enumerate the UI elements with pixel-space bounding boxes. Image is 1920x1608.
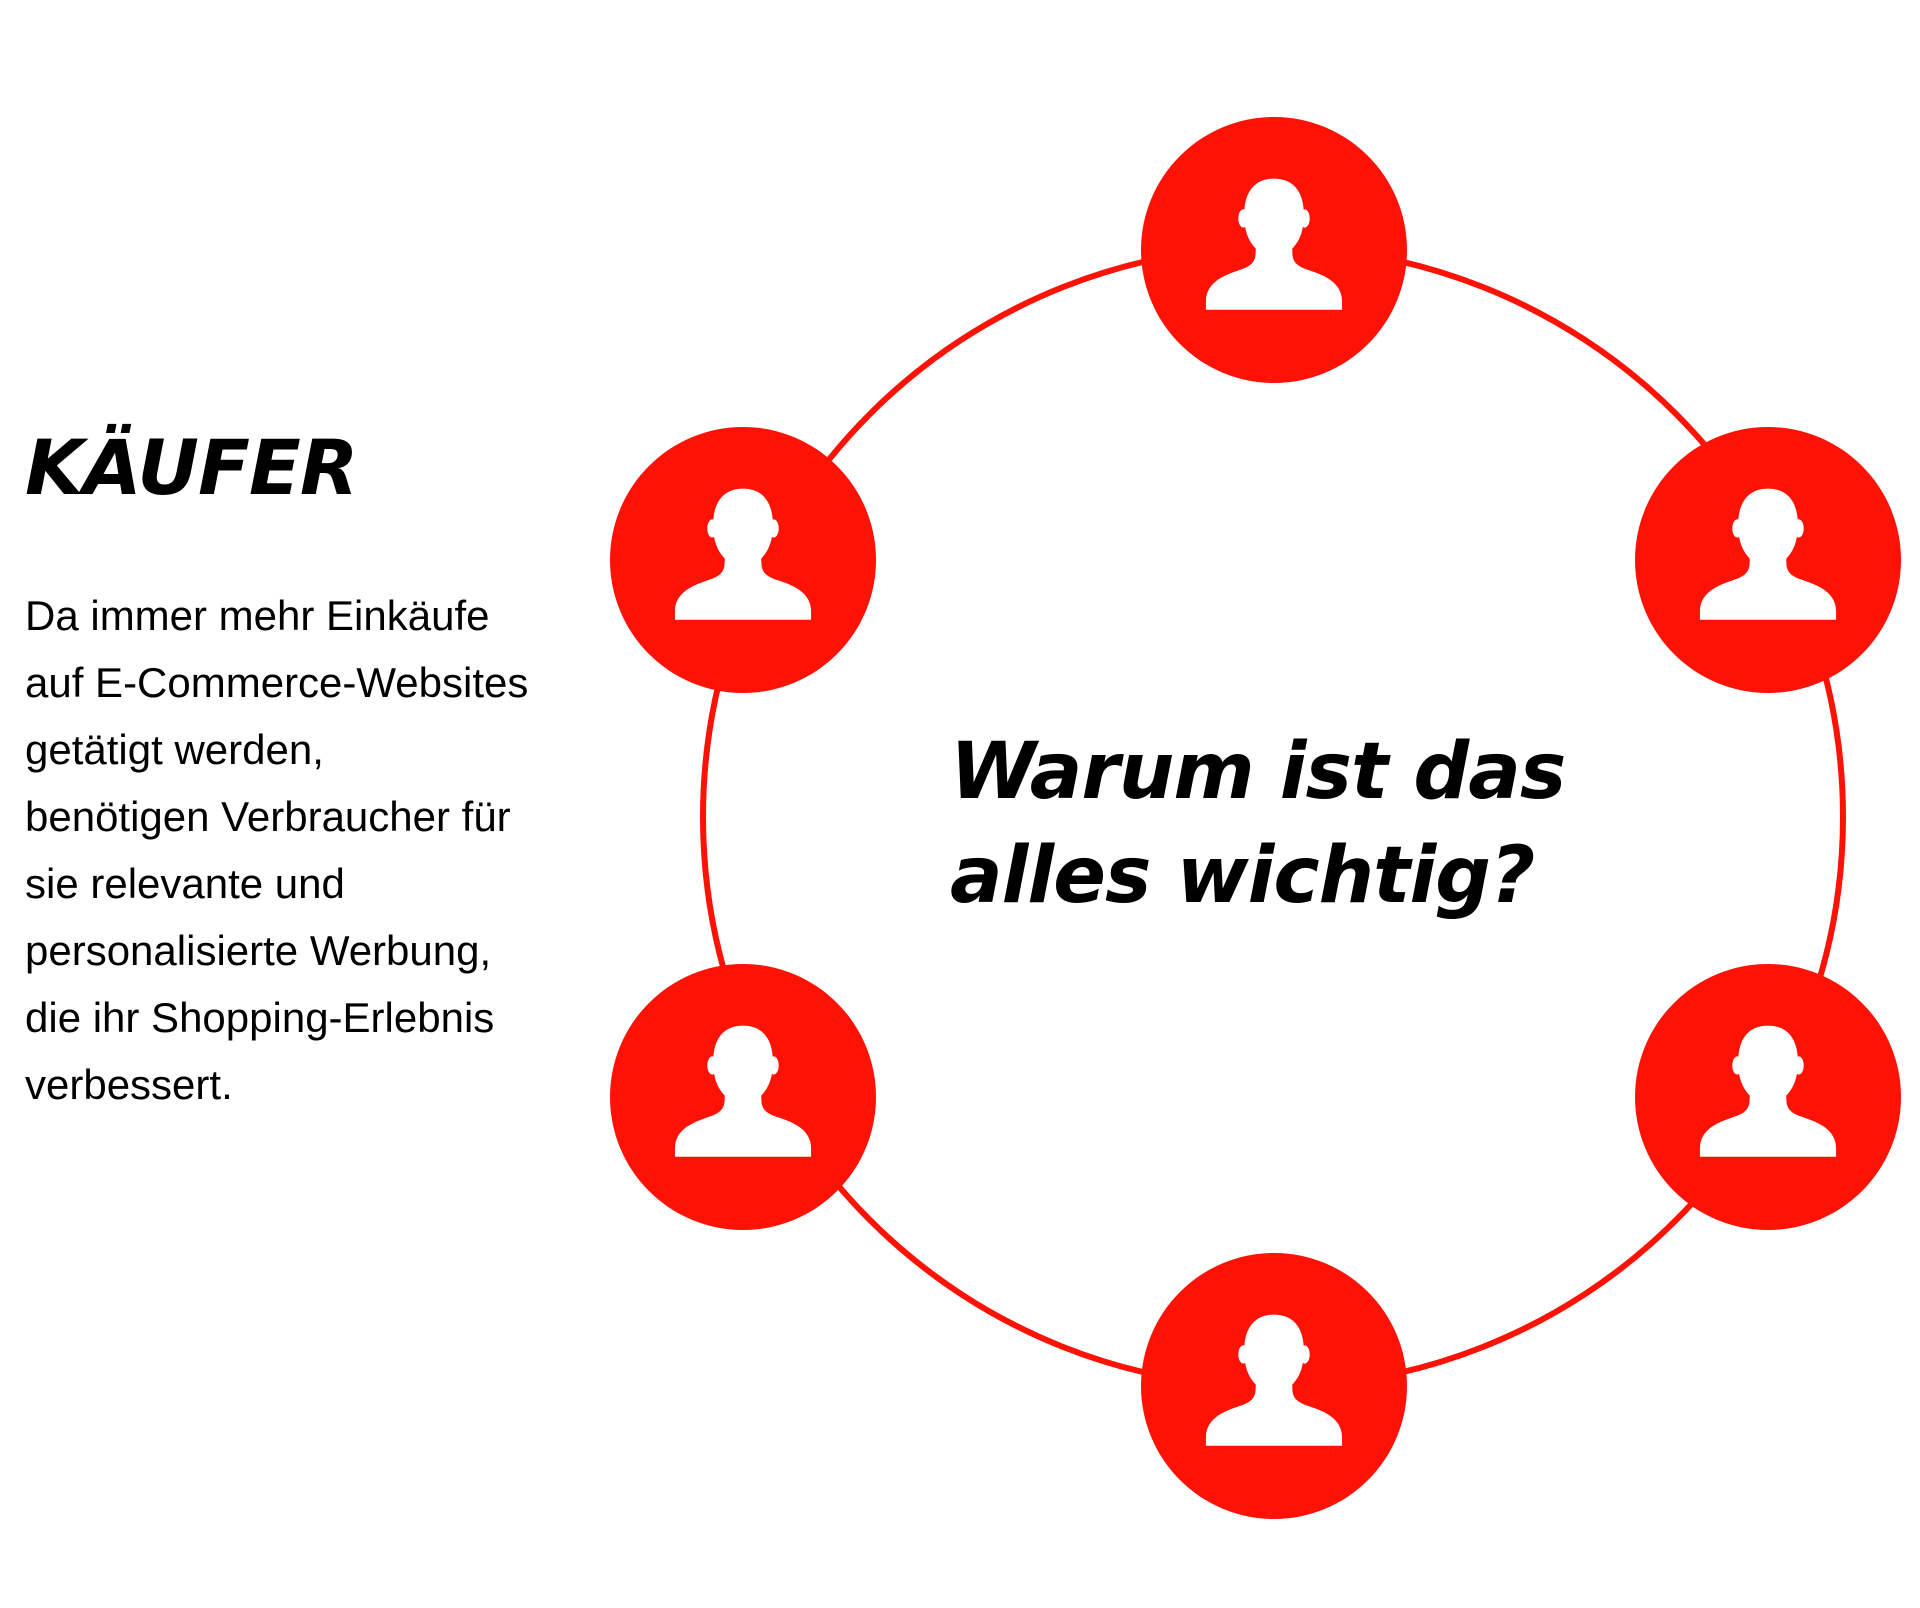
section-heading: KÄUFER <box>25 423 358 512</box>
center-question: Warum ist das alles wichtig? <box>950 720 1630 928</box>
section-description: Da immer mehr Einkäufe auf E-Commerce-We… <box>25 582 645 1118</box>
center-question-line: alles wichtig? <box>950 831 1535 921</box>
buyer-info-panel: KÄUFER Da immer mehr Einkäufe auf E-Comm… <box>25 430 645 1118</box>
person-node-bottom <box>1141 1253 1407 1519</box>
description-line: verbessert. <box>25 1061 233 1108</box>
person-node-lower-left <box>610 964 876 1230</box>
person-node-lower-right <box>1635 964 1901 1230</box>
description-line: getätigt werden, <box>25 726 324 773</box>
description-line: Da immer mehr Einkäufe <box>25 592 490 639</box>
description-line: auf E-Commerce-Websites <box>25 659 529 706</box>
center-question-line: Warum ist das <box>950 727 1566 817</box>
description-line: die ihr Shopping-Erlebnis <box>25 994 495 1041</box>
person-node-upper-left <box>610 427 876 693</box>
description-line: sie relevante und <box>25 860 345 907</box>
description-line: personalisierte Werbung, <box>25 927 492 974</box>
description-line: benötigen Verbraucher für <box>25 793 511 840</box>
person-node-upper-right <box>1635 427 1901 693</box>
person-node-top <box>1141 117 1407 383</box>
